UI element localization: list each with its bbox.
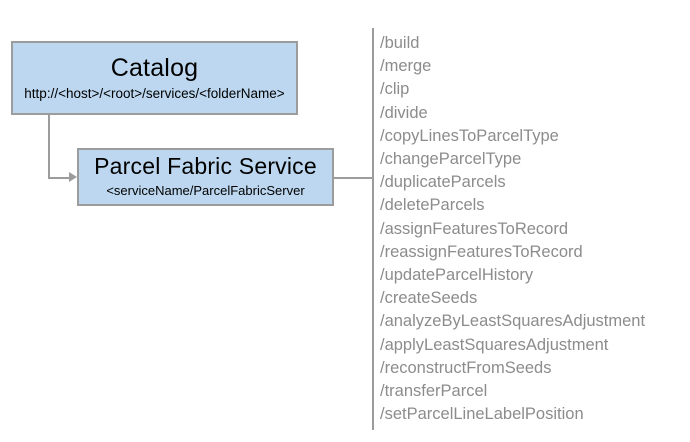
list-item: /reconstructFromSeeds [380,358,552,377]
list-item: /deleteParcels [380,196,485,215]
operations-divider [372,28,374,430]
list-item: /changeParcelType [380,150,522,169]
list-item: /analyzeByLeastSquaresAdjustment [380,312,646,331]
list-item: /transferParcel [380,382,488,401]
list-item: /build [380,34,420,52]
node-parcel-fabric-service: Parcel Fabric Service <serviceName/Parce… [77,148,334,206]
list-item: /assignFeaturesToRecord [380,219,569,238]
list-item: /clip [380,80,410,99]
list-item: /createSeeds [380,289,478,308]
list-item: /merge [380,57,432,76]
list-item: /applyLeastSquaresAdjustment [380,335,609,354]
list-item: /copyLinesToParcelType [380,126,559,145]
node-catalog: Catalog http://<host>/<root>/services/<f… [11,41,298,115]
connector-service-to-operations [334,177,373,179]
operations-list: /build /merge /clip /divide /copyLinesTo… [380,32,686,426]
connector-catalog-vertical [48,115,50,178]
node-catalog-title: Catalog [110,53,199,82]
list-item: /setParcelLineLabelPosition [380,405,584,424]
list-item: /divide [380,103,428,122]
connector-catalog-horizontal [48,177,71,179]
node-service-title: Parcel Fabric Service [94,153,317,179]
arrowhead-icon [69,172,77,182]
list-item: /reassignFeaturesToRecord [380,242,583,261]
node-catalog-url: http://<host>/<root>/services/<folderNam… [24,85,285,101]
list-item: /updateParcelHistory [380,266,534,285]
node-service-path: <serviceName/ParcelFabricServer [106,183,305,198]
list-item: /duplicateParcels [380,173,506,192]
